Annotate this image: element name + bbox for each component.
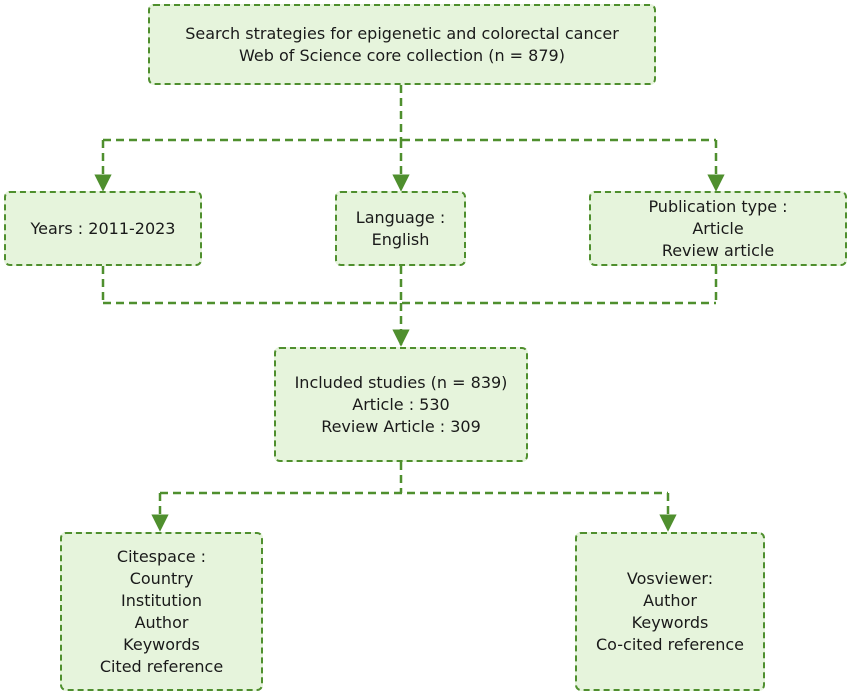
- language-line-1: Language :: [355, 207, 446, 227]
- citespace-line-1: Citespace :: [116, 546, 207, 566]
- search-strategy-box: Search strategies for epigenetic and col…: [148, 4, 656, 85]
- citespace-line-5: Keywords: [123, 634, 200, 654]
- vosviewer-line-1: Vosviewer:: [626, 568, 714, 588]
- included-line-3: Review Article : 309: [321, 416, 481, 436]
- search-strategy-line-2: Web of Science core collection (n = 879): [239, 45, 565, 65]
- publication-type-box: Publication type : Article Review articl…: [589, 191, 847, 266]
- citespace-box: Citespace : Country Institution Author K…: [60, 532, 263, 691]
- language-box: Language : English: [335, 191, 466, 266]
- vosviewer-line-3: Keywords: [631, 612, 709, 632]
- citespace-line-3: Institution: [121, 590, 202, 610]
- included-studies-box: Included studies (n = 839) Article : 530…: [274, 347, 528, 462]
- years-line-1: Years : 2011-2023: [30, 218, 176, 238]
- vosviewer-line-2: Author: [643, 590, 697, 610]
- citespace-line-2: Country: [129, 568, 194, 588]
- pubtype-line-2: Article: [692, 218, 744, 238]
- vosviewer-line-4: Co-cited reference: [595, 634, 745, 654]
- years-box: Years : 2011-2023: [4, 191, 202, 266]
- search-strategy-line-1: Search strategies for epigenetic and col…: [185, 23, 619, 43]
- citespace-line-4: Author: [134, 612, 189, 632]
- language-line-2: English: [371, 229, 430, 249]
- included-line-1: Included studies (n = 839): [294, 372, 508, 392]
- pubtype-line-1: Publication type :: [648, 196, 788, 216]
- vosviewer-box: Vosviewer: Author Keywords Co-cited refe…: [575, 532, 765, 691]
- pubtype-line-3: Review article: [661, 240, 775, 260]
- included-line-2: Article : 530: [352, 394, 450, 414]
- citespace-line-6: Cited reference: [99, 656, 224, 676]
